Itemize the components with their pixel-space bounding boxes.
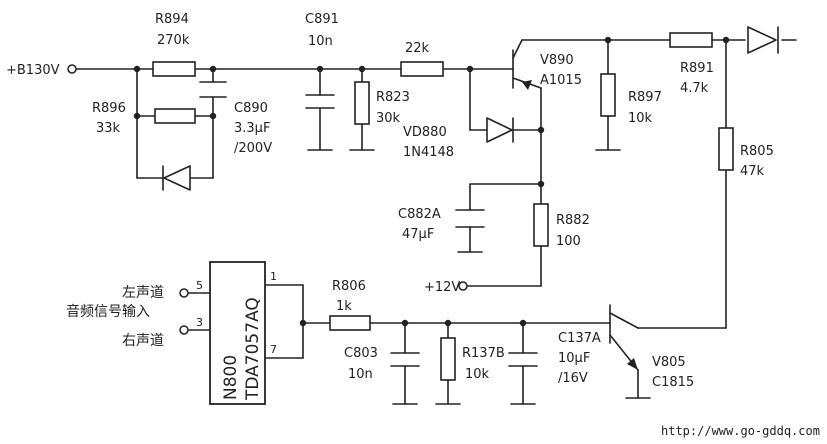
c890-rating: /200V: [234, 141, 272, 156]
r896-value: 33k: [96, 121, 121, 136]
r891-value: 4.7k: [680, 81, 709, 96]
v805-transistor: [609, 304, 639, 371]
c882a-ref: C882A: [398, 207, 441, 222]
r897-value: 10k: [628, 111, 653, 126]
v805-ref: V805: [652, 355, 686, 370]
audio-input-label: 音频信号输入: [66, 303, 150, 320]
r823-ref: R823: [376, 90, 410, 105]
c803-value: 10n: [348, 367, 373, 382]
r805-ref: R805: [740, 144, 774, 159]
r137b-value: 10k: [465, 367, 490, 382]
r882-ref: R882: [556, 213, 590, 228]
r897-resistor: [600, 73, 616, 117]
r137b-resistor: [440, 337, 456, 381]
r897-ref: R897: [628, 90, 662, 105]
c137a-value: 10μF: [558, 351, 590, 366]
vd880-part: 1N4148: [403, 145, 454, 160]
r896-ref: R896: [92, 101, 126, 116]
c137a-capacitor: [508, 352, 538, 367]
c891-value: 10n: [308, 34, 333, 49]
b130v-label: +B130V: [6, 63, 60, 78]
c137a-ref: C137A: [558, 331, 601, 346]
junction-dots: [133, 36, 730, 327]
n800-ref: N800: [221, 355, 241, 400]
plus12v-terminal: [458, 281, 468, 291]
r823-resistor: [354, 81, 370, 125]
r894-value: 270k: [157, 33, 190, 48]
n800-pin-3: 3: [196, 316, 203, 329]
r882-value: 100: [556, 234, 581, 249]
r22k-value: 22k: [405, 41, 430, 56]
c137a-rating: /16V: [558, 371, 588, 386]
left-channel-label: 左声道: [122, 285, 164, 301]
c882a-capacitor: [455, 209, 485, 228]
c803-capacitor: [390, 352, 420, 367]
r891-resistor: [669, 32, 713, 48]
vd880-ref: VD880: [403, 125, 447, 140]
r137b-ref: R137B: [462, 346, 505, 361]
c890-value: 3.3μF: [234, 121, 270, 136]
watermark-url: http://www.go-gddq.com: [661, 424, 820, 438]
c891-capacitor: [305, 94, 335, 109]
feedback-diode: [162, 165, 191, 191]
r806-ref: R806: [332, 279, 366, 294]
n800-pin-1: 1: [270, 270, 277, 283]
r896-resistor: [154, 108, 196, 124]
c803-ref: C803: [344, 346, 378, 361]
r806-resistor: [329, 315, 371, 331]
n800-pin-7: 7: [270, 343, 277, 356]
r22k-resistor: [400, 61, 444, 77]
n800-pin-5: 5: [196, 279, 203, 292]
right-channel-label: 右声道: [122, 333, 164, 349]
r805-value: 47k: [740, 164, 765, 179]
c882a-value: 47μF: [402, 227, 434, 242]
c891-ref: C891: [305, 12, 339, 27]
vd880-diode: [486, 117, 514, 143]
r894-ref: R894: [155, 12, 189, 27]
v890-transistor: [512, 39, 542, 90]
r806-value: 1k: [336, 299, 352, 314]
r805-resistor: [718, 127, 734, 171]
v805-part: C1815: [652, 375, 694, 390]
n800-part: TDA7057AQ: [243, 297, 263, 401]
right-channel-terminal: [179, 325, 189, 335]
output-diode: [747, 26, 779, 54]
r882-resistor: [533, 203, 549, 247]
v890-part: A1015: [540, 73, 582, 88]
r894-resistor: [152, 61, 196, 77]
v890-ref: V890: [540, 53, 574, 68]
c890-ref: C890: [234, 101, 268, 116]
n800-ic: [209, 261, 266, 405]
r891-ref: R891: [680, 61, 714, 76]
c890-capacitor: [199, 81, 227, 98]
plus12v-label: +12V: [424, 280, 460, 295]
r823-value: 30k: [376, 111, 401, 126]
b130v-terminal: [67, 64, 77, 74]
left-channel-terminal: [179, 288, 189, 298]
